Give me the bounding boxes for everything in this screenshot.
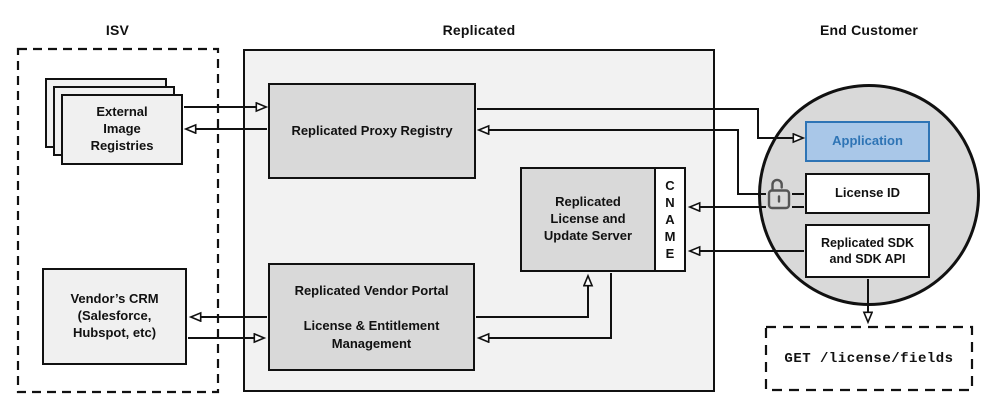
section-label-replicated: Replicated — [442, 22, 516, 38]
node-proxy-registry: Replicated Proxy Registry — [268, 83, 476, 179]
external-image-registries-label: External Image Registries — [90, 104, 154, 153]
node-external-image-registries: External Image Registries — [61, 94, 183, 165]
node-cname: C N A M E — [654, 167, 686, 272]
node-license-update-server: Replicated License and Update Server — [520, 167, 656, 272]
license-update-server-label: Replicated License and Update Server — [543, 194, 633, 243]
edge-licenseid-to-proxy — [479, 130, 766, 195]
section-label-isv: ISV — [105, 22, 130, 38]
section-label-end-customer: End Customer — [819, 22, 919, 38]
node-vendor-portal: Replicated Vendor Portal License & Entit… — [268, 263, 475, 371]
node-vendors-crm: Vendor’s CRM (Salesforce, Hubspot, etc) — [42, 268, 187, 365]
node-license-id: License ID — [805, 173, 930, 214]
unlocked-padlock-icon — [767, 178, 791, 210]
proxy-registry-label: Replicated Proxy Registry — [291, 122, 453, 138]
get-endpoint-label: GET /license/fields — [784, 350, 954, 367]
replicated-sdk-label: Replicated SDK and SDK API — [820, 235, 915, 266]
cname-label: C N A M E — [664, 178, 676, 261]
vendor-portal-label: Replicated Vendor Portal License & Entit… — [294, 282, 449, 351]
vendors-crm-label: Vendor’s CRM (Salesforce, Hubspot, etc) — [70, 291, 159, 340]
edge-proxy-to-application — [477, 108, 803, 138]
edge-updateserver-to-portal — [479, 273, 612, 338]
node-replicated-sdk: Replicated SDK and SDK API — [805, 224, 930, 278]
node-get-endpoint: GET /license/fields — [766, 327, 972, 390]
node-application: Application — [805, 121, 930, 162]
license-id-label: License ID — [834, 185, 901, 201]
get-endpoint-dashed-box — [764, 325, 974, 392]
edge-portal-to-updateserver — [476, 276, 588, 318]
application-label: Application — [832, 133, 903, 149]
